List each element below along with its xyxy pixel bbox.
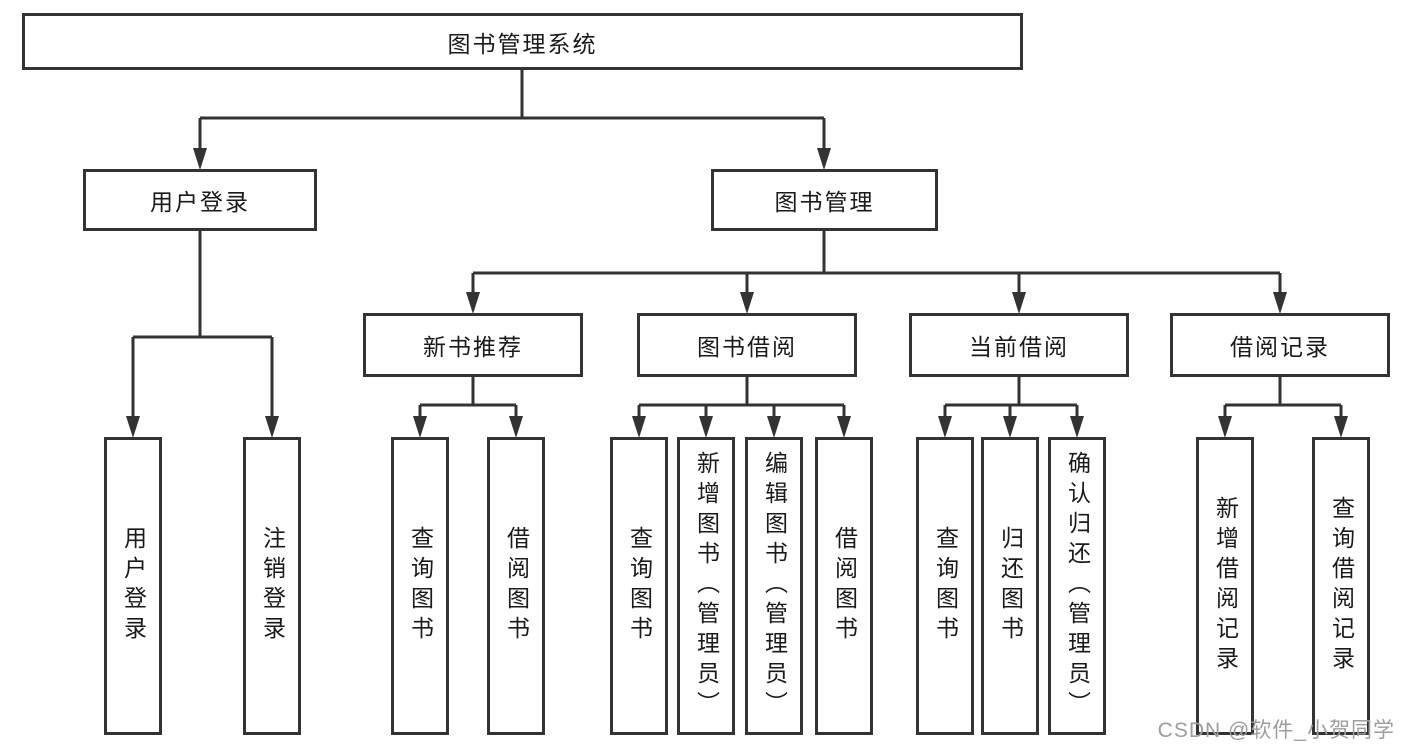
node-current-borrow: 当前借阅: [909, 313, 1129, 377]
leaf-confirm-return-admin: 确认归还（管理员）: [1048, 437, 1106, 735]
leaf-user-login: 用户登录: [104, 437, 162, 735]
connector-current-borrow-to-leaves: [938, 375, 1084, 438]
leaf-query-books-current: 查询图书: [916, 437, 974, 735]
node-book-borrow: 图书借阅: [637, 313, 857, 377]
leaf-borrow-books-recommend: 借阅图书: [487, 437, 545, 735]
leaf-edit-book-admin: 编辑图书（管理员）: [745, 437, 803, 735]
connector-borrow-records-to-leaves: [1218, 375, 1348, 438]
leaf-query-books-borrow: 查询图书: [610, 437, 668, 735]
leaf-add-borrow-record: 新增借阅记录: [1196, 437, 1254, 735]
leaf-add-book-admin: 新增图书（管理员）: [677, 437, 735, 735]
node-book-management: 图书管理: [711, 169, 938, 231]
csdn-watermark: CSDN @软件_小贺同学: [1157, 719, 1395, 742]
node-borrow-records: 借阅记录: [1170, 313, 1390, 377]
leaf-borrow-books: 借阅图书: [815, 437, 873, 735]
node-root: 图书管理系统: [22, 13, 1023, 70]
connector-root-to-level2: [193, 69, 831, 170]
connector-book-borrow-to-leaves: [632, 375, 851, 438]
connector-user-login-to-leaves: [126, 230, 279, 438]
leaf-query-borrow-record: 查询借阅记录: [1312, 437, 1370, 735]
connector-new-book-to-leaves: [413, 375, 523, 438]
leaf-query-books-recommend: 查询图书: [391, 437, 449, 735]
leaf-logout: 注销登录: [243, 437, 301, 735]
node-new-book-recommend: 新书推荐: [363, 313, 583, 377]
leaf-return-book: 归还图书: [981, 437, 1039, 735]
connector-book-management-to-level3: [466, 230, 1287, 314]
node-user-login: 用户登录: [83, 169, 317, 231]
